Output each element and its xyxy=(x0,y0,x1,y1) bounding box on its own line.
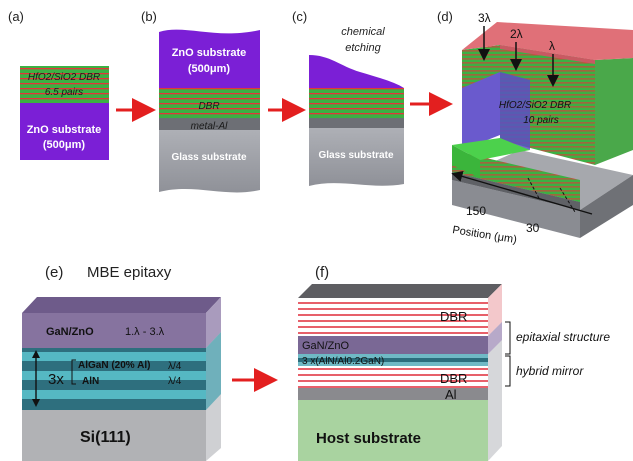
panel-e-multiplier: 3x xyxy=(48,371,64,388)
panel-d-base-side xyxy=(580,175,633,238)
panel-d-green-step xyxy=(452,138,530,160)
panel-f-host xyxy=(298,400,488,461)
panel-a-substrate xyxy=(20,103,109,160)
panel-e-aln-label: AlN xyxy=(82,376,99,387)
panel-c-etch-line1: chemical xyxy=(341,26,385,38)
panel-e-algan-label: AlGaN (20% Al) xyxy=(78,360,150,371)
panel-c-etch-line2: etching xyxy=(345,42,381,54)
panel-e-substrate-label: Si(111) xyxy=(80,429,131,446)
panel-f: (f) DBR GaN/ZnO 3 x(AlN/Al0.2GaN) DBR Al… xyxy=(298,264,610,461)
panel-f-mirror-label: 3 x(AlN/Al0.2GaN) xyxy=(302,356,384,367)
panel-f-hybrid-bracket xyxy=(505,355,511,387)
panel-d-tick-150: 150 xyxy=(466,204,486,218)
panel-c-etched-zno xyxy=(309,55,404,88)
panel-e-algan-1 xyxy=(22,352,206,361)
panel-d-dashed-guide xyxy=(527,177,541,201)
panel-b-dbr xyxy=(159,88,260,118)
panel-a-label: (a) xyxy=(8,9,24,24)
panel-e-substrate xyxy=(22,410,206,461)
panel-b-label: (b) xyxy=(141,9,157,24)
panel-d-side-right xyxy=(595,58,633,165)
panel-d-base-front xyxy=(452,180,580,238)
panel-d: (d) 3λ 2λ λ HfO2/SiO2 DBR 10 pairs 1 xyxy=(437,9,633,246)
panel-d-dbr-line2: 10 pairs xyxy=(523,115,559,126)
panel-f-side-pink xyxy=(488,284,502,336)
panel-f-mirror-stripe xyxy=(298,358,488,362)
panel-b-dbr-label: DBR xyxy=(198,101,219,112)
panel-c-label: (c) xyxy=(292,9,307,24)
panel-d-dbr-lower-front xyxy=(452,150,580,202)
panel-f-dbr-top xyxy=(298,298,488,336)
panel-d-label: (d) xyxy=(437,9,453,24)
panel-e-algan-3 xyxy=(22,390,206,399)
panel-e: (e) MBE epitaxy GaN/ZnO 1.λ - 3.λ 3x AlG… xyxy=(22,264,221,461)
panel-c-glass-label: Glass substrate xyxy=(318,150,393,161)
panel-d-position-axis xyxy=(451,170,593,215)
panel-f-cavity-label: GaN/ZnO xyxy=(302,340,350,352)
panel-e-quarter-1: λ/4 xyxy=(168,361,182,372)
panel-e-bracket xyxy=(71,359,76,385)
panel-f-epi-label: epitaxial structure xyxy=(516,330,610,344)
panel-d-dbr-line1: HfO2/SiO2 DBR xyxy=(499,100,571,111)
panel-f-al-label: Al xyxy=(445,387,457,402)
panel-b: (b) ZnO substrate (500μm) DBR metal-Al G… xyxy=(141,9,260,193)
panel-d-cavity-step xyxy=(500,72,530,150)
panel-a-dbr xyxy=(20,66,109,103)
panel-d-cavity-left xyxy=(462,70,500,150)
panel-a: (a) HfO2/SiO2 DBR 6.5 pairs ZnO substrat… xyxy=(8,9,109,160)
panel-f-top-face xyxy=(298,284,502,298)
panel-b-glass-label: Glass substrate xyxy=(171,152,246,163)
panel-f-dbr-bottom-label: DBR xyxy=(440,371,467,386)
panel-c-metal xyxy=(309,118,404,128)
panel-e-height-arrow-up xyxy=(32,350,40,358)
panel-d-metal xyxy=(452,172,580,210)
panel-f-dbr-bottom xyxy=(298,366,488,388)
panel-e-side-cavity xyxy=(206,297,221,348)
panel-e-cavity-thickness: 1.λ - 3.λ xyxy=(125,326,165,338)
panel-f-dbr-top-label: DBR xyxy=(440,309,467,324)
panel-f-label: (f) xyxy=(315,264,329,281)
panel-f-cavity xyxy=(298,336,488,354)
panel-d-top-front xyxy=(500,45,595,64)
panel-e-cavity xyxy=(22,313,206,348)
panel-e-label: (e) xyxy=(45,264,63,281)
panel-e-algan-2 xyxy=(22,371,206,380)
panel-f-hybrid-label: hybrid mirror xyxy=(516,364,584,378)
panel-a-dbr-line1: HfO2/SiO2 DBR xyxy=(28,72,100,83)
panel-c-dbr xyxy=(309,88,404,118)
panel-b-zno-line2: (500μm) xyxy=(188,63,231,75)
panel-e-top-face xyxy=(22,297,221,313)
panel-a-sub-line1: ZnO substrate xyxy=(27,124,102,136)
panel-f-epi-bracket xyxy=(505,321,511,355)
panel-b-zno xyxy=(159,29,260,88)
panel-a-dbr-line2: 6.5 pairs xyxy=(45,87,83,98)
panel-d-green-step-front xyxy=(452,145,480,178)
panel-d-axis-label: Position (μm) xyxy=(452,224,518,246)
panel-b-zno-line1: ZnO substrate xyxy=(172,47,247,59)
panel-b-metal xyxy=(159,118,260,130)
panel-e-cavity-label: GaN/ZnO xyxy=(46,326,94,338)
panel-d-dbr-front-left xyxy=(462,45,500,88)
panel-f-host-label: Host substrate xyxy=(316,430,421,447)
panel-b-metal-label: metal-Al xyxy=(191,121,228,132)
panel-a-sub-line2: (500μm) xyxy=(43,139,86,151)
panel-d-lambda3: 3λ xyxy=(478,11,491,25)
panel-e-side-mirror xyxy=(206,332,221,410)
panel-e-quarter-2: λ/4 xyxy=(168,376,182,387)
panel-f-side-cavity xyxy=(488,322,502,354)
panel-d-lambda1: λ xyxy=(549,39,555,53)
panel-d-tick-30: 30 xyxy=(526,221,540,235)
panel-e-height-arrow-down xyxy=(32,399,40,407)
panel-c: (c) chemical etching Glass substrate xyxy=(292,9,404,186)
panel-b-glass xyxy=(159,130,260,193)
panel-d-lambda2: 2λ xyxy=(510,27,523,41)
panel-e-title: MBE epitaxy xyxy=(87,264,172,281)
panel-f-al xyxy=(298,388,488,400)
panel-c-glass xyxy=(309,128,404,186)
panel-d-top xyxy=(462,22,633,60)
